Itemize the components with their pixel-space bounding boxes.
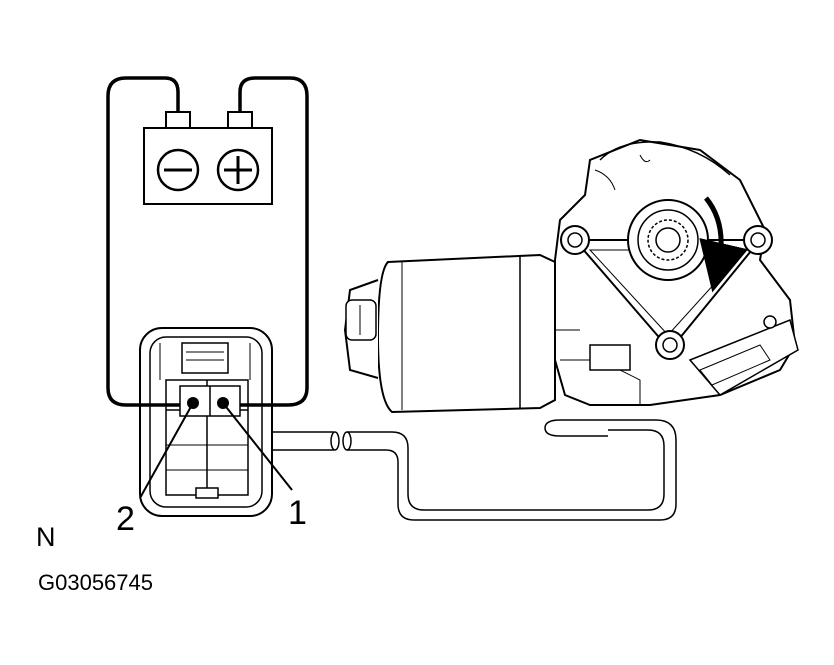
mount-bolt bbox=[743, 225, 773, 255]
wire-harness bbox=[272, 419, 677, 521]
terminal-2-label: 2 bbox=[116, 500, 135, 538]
figure-id: G03056745 bbox=[38, 570, 153, 595]
connector bbox=[139, 327, 293, 517]
battery bbox=[143, 111, 273, 205]
terminal-1-leader bbox=[222, 402, 293, 491]
positive-terminal-icon bbox=[216, 148, 260, 192]
battery-circuit bbox=[106, 76, 309, 407]
wiper-motor bbox=[343, 138, 799, 414]
mount-bolt bbox=[655, 330, 685, 360]
negative-terminal-icon bbox=[156, 148, 200, 192]
terminal-2-leader bbox=[139, 402, 194, 499]
curved-arrow-icon bbox=[699, 196, 749, 293]
terminal-1-label: 1 bbox=[288, 494, 307, 532]
corner-mark: N bbox=[36, 522, 56, 552]
output-shaft bbox=[627, 199, 709, 281]
mount-bolt bbox=[560, 225, 590, 255]
